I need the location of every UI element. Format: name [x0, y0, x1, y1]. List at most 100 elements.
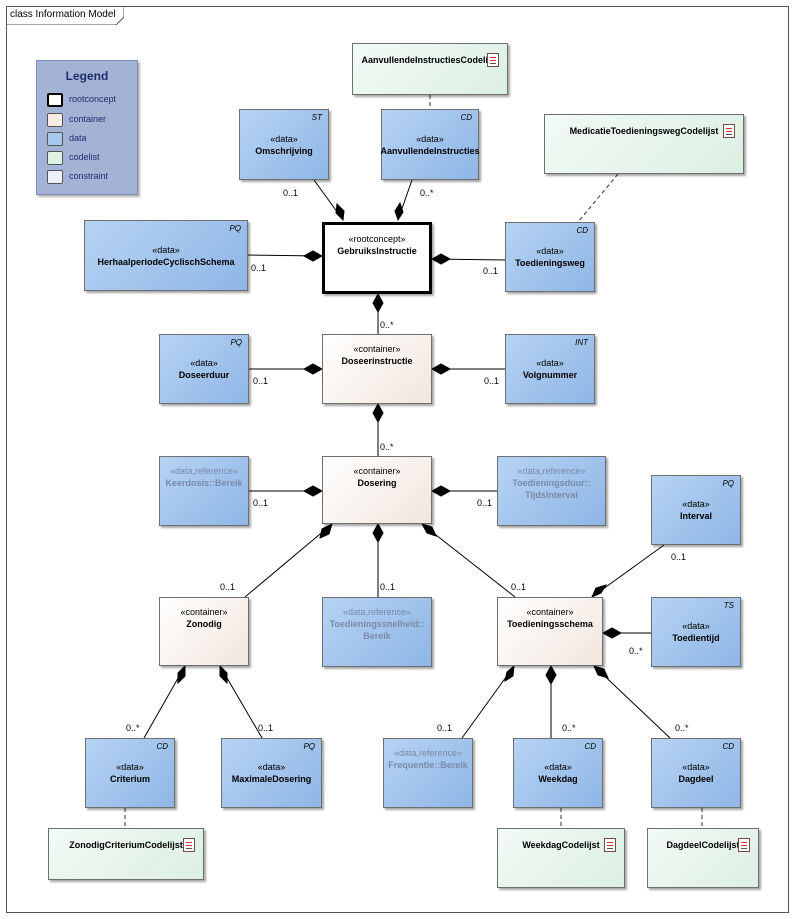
stereotype: «data» — [152, 244, 180, 255]
class-gebruiksinstructie[interactable]: «rootconcept» GebruiksInstructie — [322, 222, 432, 294]
diamond-schema — [420, 523, 437, 537]
multiplicity-maximale: 0..1 — [258, 723, 274, 733]
class-dosering[interactable]: «container» Dosering — [322, 456, 432, 524]
stereotype: «data» — [682, 621, 710, 631]
document-icon — [487, 53, 499, 67]
class-name: WeekdagCodelijst — [522, 840, 600, 850]
diamond-toedientijd — [601, 627, 623, 639]
type-tag: CD — [584, 742, 596, 751]
class-interval[interactable]: PQ «data» Interval — [651, 475, 741, 545]
stereotype: «data» — [682, 762, 710, 772]
multiplicity-herhaal: 0..1 — [251, 263, 267, 273]
class-toedieningssnelheid-bereik[interactable]: «data,reference» Toedieningssnelheid:: B… — [322, 597, 432, 667]
stereotype: «data,reference» — [393, 748, 463, 758]
diamond-criterium — [177, 664, 186, 685]
class-aanvullende-instructies[interactable]: CD «data» AanvullendeInstructies — [380, 109, 480, 180]
diamond-snelheid — [372, 522, 384, 544]
stereotype: «data» — [536, 358, 564, 368]
legend-item-constraint: constraint — [47, 170, 137, 184]
class-name-line2: TijdsInterval — [525, 490, 578, 500]
class-frequentie-bereik[interactable]: «data,reference» Frequentie::Bereik — [383, 738, 473, 808]
stereotype: «data» — [544, 762, 572, 772]
codelist-zonodig-criterium[interactable]: ZonodigCriteriumCodelijst — [48, 828, 204, 880]
class-dagdeel[interactable]: CD «data» Dagdeel — [651, 738, 741, 808]
multiplicity-toedieningsweg: 0..1 — [483, 266, 499, 276]
codelist-aanvullende-instructies[interactable]: AanvullendeInstructiesCodelijst — [352, 43, 508, 95]
codelist-dagdeel[interactable]: DagdeelCodelijst — [647, 828, 759, 888]
class-name: AanvullendeInstructies — [380, 145, 480, 156]
multiplicity-volgnummer: 0..1 — [484, 376, 500, 386]
diamond-toedieningsduur — [430, 485, 452, 497]
type-tag: PQ — [229, 224, 241, 233]
class-maximale-dosering[interactable]: PQ «data» MaximaleDosering — [221, 738, 322, 808]
multiplicity-dosering: 0..* — [380, 442, 394, 452]
legend-label: rootconcept — [69, 94, 117, 104]
class-herhaalperiode[interactable]: PQ «data» HerhaalperiodeCyclischSchema — [84, 220, 248, 291]
class-name: Interval — [679, 511, 712, 521]
type-tag: PQ — [303, 742, 315, 751]
legend-swatch-constraint — [47, 170, 63, 184]
class-name: MaximaleDosering — [231, 774, 312, 784]
legend-swatch-codelist — [47, 151, 63, 165]
stereotype: «container» — [180, 607, 228, 617]
stereotype: «data» — [116, 762, 144, 772]
class-doseerduur[interactable]: PQ «data» Doseerduur — [159, 334, 249, 404]
diamond-interval — [591, 584, 608, 598]
type-tag: PQ — [722, 479, 734, 488]
class-toedieningsschema[interactable]: «container» Toedieningsschema — [497, 597, 603, 666]
legend: Legend rootconcept container data codeli… — [36, 60, 138, 195]
legend-label: codelist — [69, 152, 100, 162]
legend-swatch-data — [47, 132, 63, 146]
stereotype: «data» — [682, 499, 710, 509]
legend-label: container — [69, 114, 107, 124]
class-name: MedicatieToedieningswegCodelijst — [569, 126, 719, 136]
diamond-weekdag — [545, 664, 557, 686]
class-zonodig[interactable]: «container» Zonodig — [159, 597, 249, 666]
stereotype: «data» — [536, 246, 564, 256]
edge-schema — [421, 523, 516, 598]
class-criterium[interactable]: CD «data» Criterium — [85, 738, 175, 808]
class-name: Toedieningsweg — [515, 258, 585, 268]
multiplicity-frequentie: 0..1 — [437, 723, 453, 733]
multiplicity-snelheid: 0..1 — [380, 582, 396, 592]
class-name: Omschrijving — [255, 145, 313, 156]
stereotype: «data» — [257, 762, 286, 772]
class-name: ZonodigCriteriumCodelijst — [69, 840, 183, 850]
legend-item-codelist: codelist — [47, 151, 137, 165]
multiplicity-zonodig: 0..1 — [220, 582, 236, 592]
diamond-volgnummer — [430, 363, 452, 375]
class-keerdosis-bereik[interactable]: «data,reference» Keerdosis::Bereik — [159, 456, 249, 526]
codelist-medicatie-toedieningsweg[interactable]: MedicatieToedieningswegCodelijst — [544, 114, 744, 174]
legend-label: constraint — [69, 171, 109, 181]
frame-title: class Information Model — [10, 9, 116, 20]
edge-medicatie-codelijst — [577, 173, 619, 223]
class-weekdag[interactable]: CD «data» Weekdag — [513, 738, 603, 808]
multiplicity-omschrijving: 0..1 — [283, 188, 299, 198]
class-toedientijd[interactable]: TS «data» Toedientijd — [651, 597, 741, 667]
document-icon — [738, 838, 750, 852]
type-tag: TS — [723, 601, 734, 610]
document-icon — [604, 838, 616, 852]
class-omschrijving[interactable]: ST «data» Omschrijving — [239, 109, 329, 180]
type-tag: CD — [576, 226, 588, 235]
class-volgnummer[interactable]: INT «data» Volgnummer — [505, 334, 595, 404]
diamond-frequentie — [504, 664, 515, 683]
diamond-doseerduur — [302, 363, 324, 375]
legend-swatch-rootconcept — [47, 93, 63, 107]
class-toedieningsweg[interactable]: CD «data» Toedieningsweg — [505, 222, 595, 292]
codelist-weekdag[interactable]: WeekdagCodelijst — [497, 828, 625, 888]
class-toedieningsduur-tijdsinterval[interactable]: «data,reference» Toedieningsduur:: Tijds… — [497, 456, 606, 526]
class-name: Toedieningsschema — [507, 619, 593, 629]
stereotype: «data» — [416, 133, 444, 144]
legend-item-container: container — [47, 113, 137, 127]
type-tag: CD — [156, 742, 168, 751]
stereotype: «container» — [353, 466, 401, 476]
class-name: Dagdeel — [678, 774, 714, 784]
diamond-dosering — [372, 402, 384, 424]
stereotype: «rootconcept» — [348, 234, 406, 244]
legend-item-data: data — [47, 132, 137, 146]
stereotype: «container» — [353, 344, 401, 354]
type-tag: INT — [575, 338, 588, 347]
class-doseerinstructie[interactable]: «container» Doseerinstructie — [322, 334, 432, 404]
class-name: Keerdosis::Bereik — [165, 478, 243, 488]
